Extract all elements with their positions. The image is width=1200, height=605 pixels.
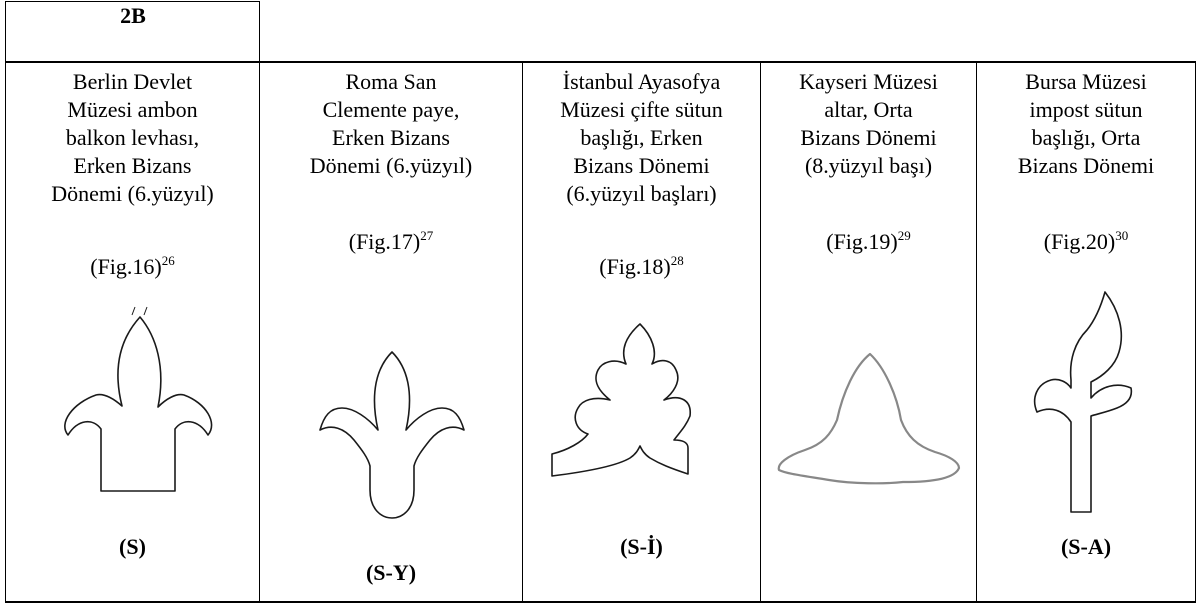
figure-label: (Fig.20) — [1043, 229, 1116, 254]
figure-reference: (Fig.16)26 — [6, 253, 259, 281]
description-line: Müzesi ambon — [67, 97, 198, 122]
pointed-bell-leaf-icon — [777, 352, 961, 485]
description-line: Berlin Devlet — [72, 69, 193, 94]
description-line: altar, Orta — [824, 97, 913, 122]
figure-reference: (Fig.17)27 — [260, 228, 522, 256]
footnote-marker: 28 — [670, 253, 684, 268]
description-line: Clemente paye, — [322, 97, 460, 122]
table-cell: Bursa Müzesi impost sütun başlığı, Orta … — [977, 68, 1195, 599]
cell-description: Bursa Müzesi impost sütun başlığı, Orta … — [977, 68, 1195, 180]
column-divider-1 — [259, 61, 260, 603]
table-border-top — [5, 1, 259, 2]
footnote-marker: 29 — [897, 228, 911, 243]
sprouting-leaf-stem-icon — [1033, 291, 1133, 513]
table-header-divider — [259, 1, 260, 63]
figure-label: (Fig.17) — [348, 229, 421, 254]
footnote-marker: 27 — [420, 228, 434, 243]
description-line: İstanbul Ayasofya — [562, 69, 721, 94]
table-cell: Roma San Clemente paye, Erken Bizans Dön… — [260, 68, 522, 599]
description-line: Dönemi (6.yüzyıl) — [51, 181, 214, 206]
table-cell: İstanbul Ayasofya Müzesi çifte sütun baş… — [523, 68, 760, 599]
description-line: impost sütun — [1029, 97, 1143, 122]
figure-reference: (Fig.20)30 — [977, 228, 1195, 256]
cell-description: İstanbul Ayasofya Müzesi çifte sütun baş… — [523, 68, 760, 208]
description-line: (8.yüzyıl başı) — [804, 153, 933, 178]
column-divider-4 — [976, 61, 977, 603]
cell-description: Roma San Clemente paye, Erken Bizans Dön… — [260, 68, 522, 180]
figure-label: (Fig.16) — [90, 254, 162, 279]
figure-label: (Fig.18) — [599, 254, 671, 279]
description-line: balkon levhası, — [65, 125, 200, 150]
figure-reference: (Fig.19)29 — [761, 228, 976, 256]
footnote-marker: 30 — [1115, 228, 1129, 243]
footnote-marker: 26 — [161, 253, 175, 268]
table-border-right — [1195, 61, 1196, 603]
cell-description: Kayseri Müzesi altar, Orta Bizans Dönemi… — [761, 68, 976, 180]
description-line: Kayseri Müzesi — [799, 69, 938, 94]
cell-description: Berlin Devlet Müzesi ambon balkon levhas… — [6, 68, 259, 208]
description-line: Bursa Müzesi — [1025, 69, 1147, 94]
description-line: Erken Bizans — [332, 125, 450, 150]
table-header-label: 2B — [120, 3, 146, 28]
description-line: Dönemi (6.yüzyıl) — [309, 153, 473, 178]
style-code: (S-İ) — [620, 534, 663, 559]
description-line: (6.yüzyıl başları) — [566, 181, 717, 206]
figure-reference: (Fig.18)28 — [523, 253, 760, 281]
description-line: Roma San — [345, 69, 437, 94]
lobed-palmette-wide-base-icon — [551, 323, 691, 477]
table-cell: Berlin Devlet Müzesi ambon balkon levhas… — [6, 68, 259, 599]
description-line: Bizans Dönemi — [800, 125, 937, 150]
table-border-left — [5, 1, 6, 603]
style-code: (S-Y) — [365, 560, 417, 585]
table-cell: Kayseri Müzesi altar, Orta Bizans Dönemi… — [761, 68, 976, 599]
trefoil-palmette-rounded-base-icon — [319, 351, 465, 519]
description-line: Erken Bizans — [73, 153, 192, 178]
table-border-bottom — [5, 601, 1196, 603]
trefoil-palmette-flared-icon — [64, 306, 213, 492]
table-border-header-bottom — [5, 61, 1196, 63]
column-divider-3 — [760, 61, 761, 603]
description-line: Bizans Dönemi — [1017, 153, 1155, 178]
description-line: Bizans Dönemi — [573, 153, 710, 178]
figure-label: (Fig.19) — [826, 229, 898, 254]
description-line: Müzesi çifte sütun — [560, 97, 723, 122]
style-code: (S) — [119, 534, 146, 559]
description-line: başlığı, Orta — [1031, 125, 1141, 150]
column-divider-2 — [522, 61, 523, 603]
style-code: (S-A) — [1060, 534, 1112, 559]
description-line: başlığı, Erken — [580, 125, 703, 150]
